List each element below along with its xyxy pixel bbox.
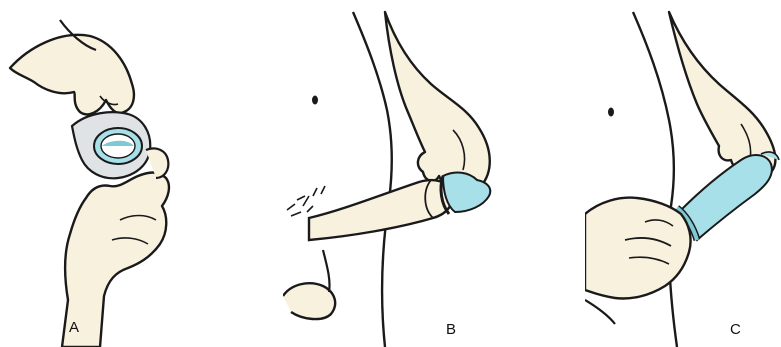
panel-c: C — [585, 0, 781, 347]
navel-c — [608, 108, 614, 117]
torso-b — [353, 12, 392, 347]
panel-b-illustration — [283, 0, 513, 347]
panel-label: A — [69, 320, 79, 335]
panel-label: B — [446, 322, 456, 337]
scrotum-c — [585, 300, 615, 324]
panel-b: B — [283, 0, 513, 347]
hair-marks-b — [287, 186, 325, 216]
panel-a: A — [0, 0, 200, 347]
panel-c-illustration — [585, 0, 781, 347]
scrotum-b — [283, 283, 335, 319]
lower-hand-c — [585, 198, 691, 299]
hand-b — [385, 12, 490, 190]
upper-hand-c — [669, 12, 775, 177]
panel-label: C — [730, 322, 741, 337]
penis-b — [309, 180, 452, 240]
navel-b — [312, 96, 318, 105]
panel-a-illustration — [0, 0, 200, 347]
upper-hand-a — [10, 35, 134, 115]
